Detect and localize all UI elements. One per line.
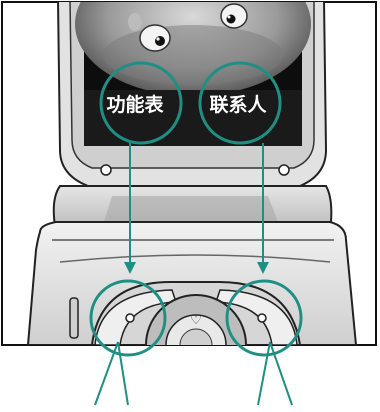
callout-circle-right-key (225, 279, 303, 357)
right-softkey-icon (257, 313, 267, 323)
side-key[interactable] (69, 297, 79, 339)
left-softkey-icon (125, 313, 135, 323)
right-softkey-label: 联系人 (209, 94, 267, 116)
right-softkey[interactable] (214, 289, 298, 345)
callout-circle-left-label (99, 61, 183, 145)
pointer-lines (94, 341, 293, 406)
callout-arrows (124, 143, 269, 274)
hinge-shadow (104, 196, 278, 222)
left-softkey[interactable] (94, 289, 178, 345)
screw-left (100, 164, 112, 176)
callout-circle-left-key (89, 279, 167, 357)
wallpaper-fish (75, 2, 311, 146)
screw-right (278, 164, 290, 176)
left-softkey-label: 功能表 (106, 93, 164, 116)
callout-circle-right-label (198, 61, 282, 145)
heart-icon: ♡ (190, 313, 202, 328)
keypad (90, 280, 302, 345)
